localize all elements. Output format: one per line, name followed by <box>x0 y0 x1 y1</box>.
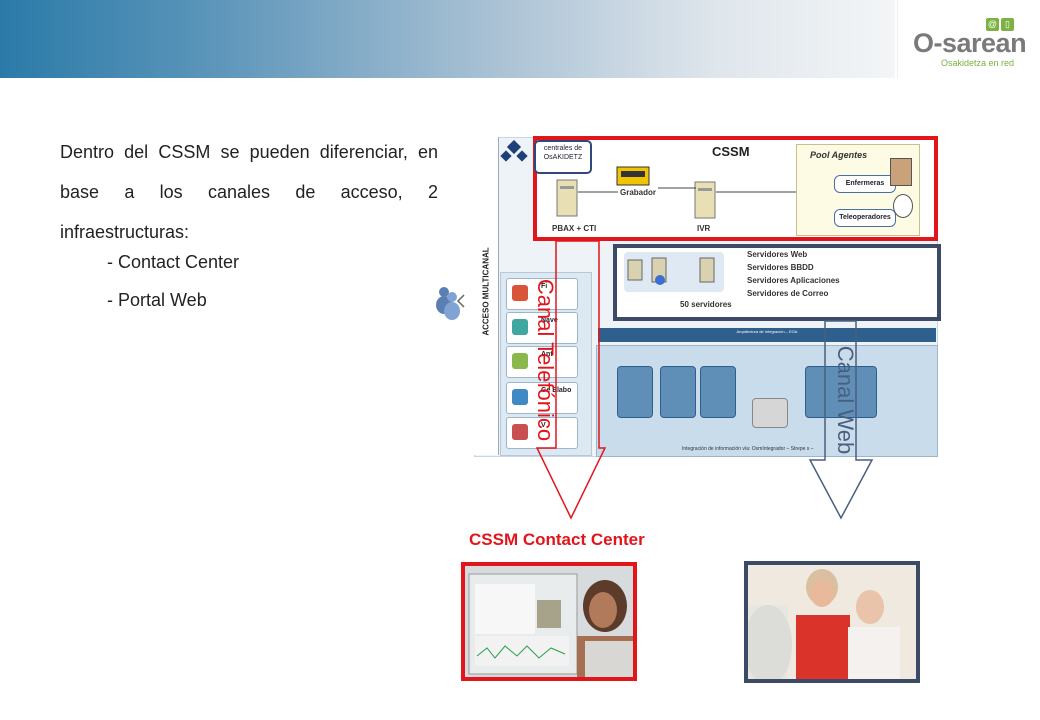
canal-web-label: Canal Web <box>833 345 858 455</box>
centrales-box: centrales de OsAKIDETZ <box>534 140 592 174</box>
server-count: 50 servidores <box>680 300 732 309</box>
header-band <box>0 0 895 78</box>
ivr-server-icon <box>694 181 716 219</box>
bullet-portal-web: - Portal Web <box>107 290 207 310</box>
integration-note: Integración de información vía: OsmInteg… <box>682 446 814 452</box>
contact-center-photo <box>461 562 637 681</box>
recorder-icon <box>616 166 650 186</box>
web-arrow <box>808 320 874 520</box>
database-icon <box>752 398 788 428</box>
channel-item: Fi <box>506 278 578 310</box>
channel-item: Ant <box>506 346 578 378</box>
database-icon <box>700 366 736 418</box>
telefonico-arrow <box>536 240 606 520</box>
bullet-contact-center: - Contact Center <box>107 252 240 272</box>
pool-title: Pool Agentes <box>810 150 868 160</box>
osarean-logo: @▯ O-sarean Osakidetza en red <box>897 0 1040 78</box>
pbax-label: PBAX + CTI <box>552 224 597 233</box>
database-icon <box>660 366 696 418</box>
osakidetza-mark-icon <box>500 140 528 162</box>
integration-band: Arquitectura de Integración – EOA <box>598 328 936 342</box>
logo-tagline: Osakidetza en red <box>941 58 1015 68</box>
database-icon <box>805 366 877 418</box>
portal-web-photo <box>744 561 920 683</box>
nurse-avatar <box>890 158 912 186</box>
ivr-label: IVR <box>697 224 711 233</box>
logo-icons: @▯ <box>986 18 1014 31</box>
users-icon <box>436 287 465 320</box>
database-icon <box>617 366 653 418</box>
cssm-title: CSSM <box>712 144 750 159</box>
access-column: ACCESO MULTICANAL <box>474 137 499 455</box>
role-enfermeras: Enfermeras <box>834 175 896 193</box>
intro-paragraph: Dentro del CSSM se pueden diferenciar, e… <box>60 142 438 242</box>
servers-icon <box>624 252 724 292</box>
connector-lines <box>578 187 796 193</box>
logo-brand: O-sarean <box>913 28 1027 58</box>
channel-item: Nave <box>506 312 578 344</box>
operator-avatar <box>893 194 913 218</box>
canal-telefonico-label: Canal Telefónico <box>533 278 558 442</box>
grabador-label: Grabador <box>620 188 657 197</box>
role-teleoperadores: Teleoperadores <box>834 209 896 227</box>
access-label: ACCESO MULTICANAL <box>481 247 491 336</box>
servers-list: Servidores Web Servidores BBDD Servidore… <box>747 250 840 298</box>
pbx-server-icon <box>556 179 578 217</box>
contact-center-caption: CSSM Contact Center <box>469 530 645 549</box>
